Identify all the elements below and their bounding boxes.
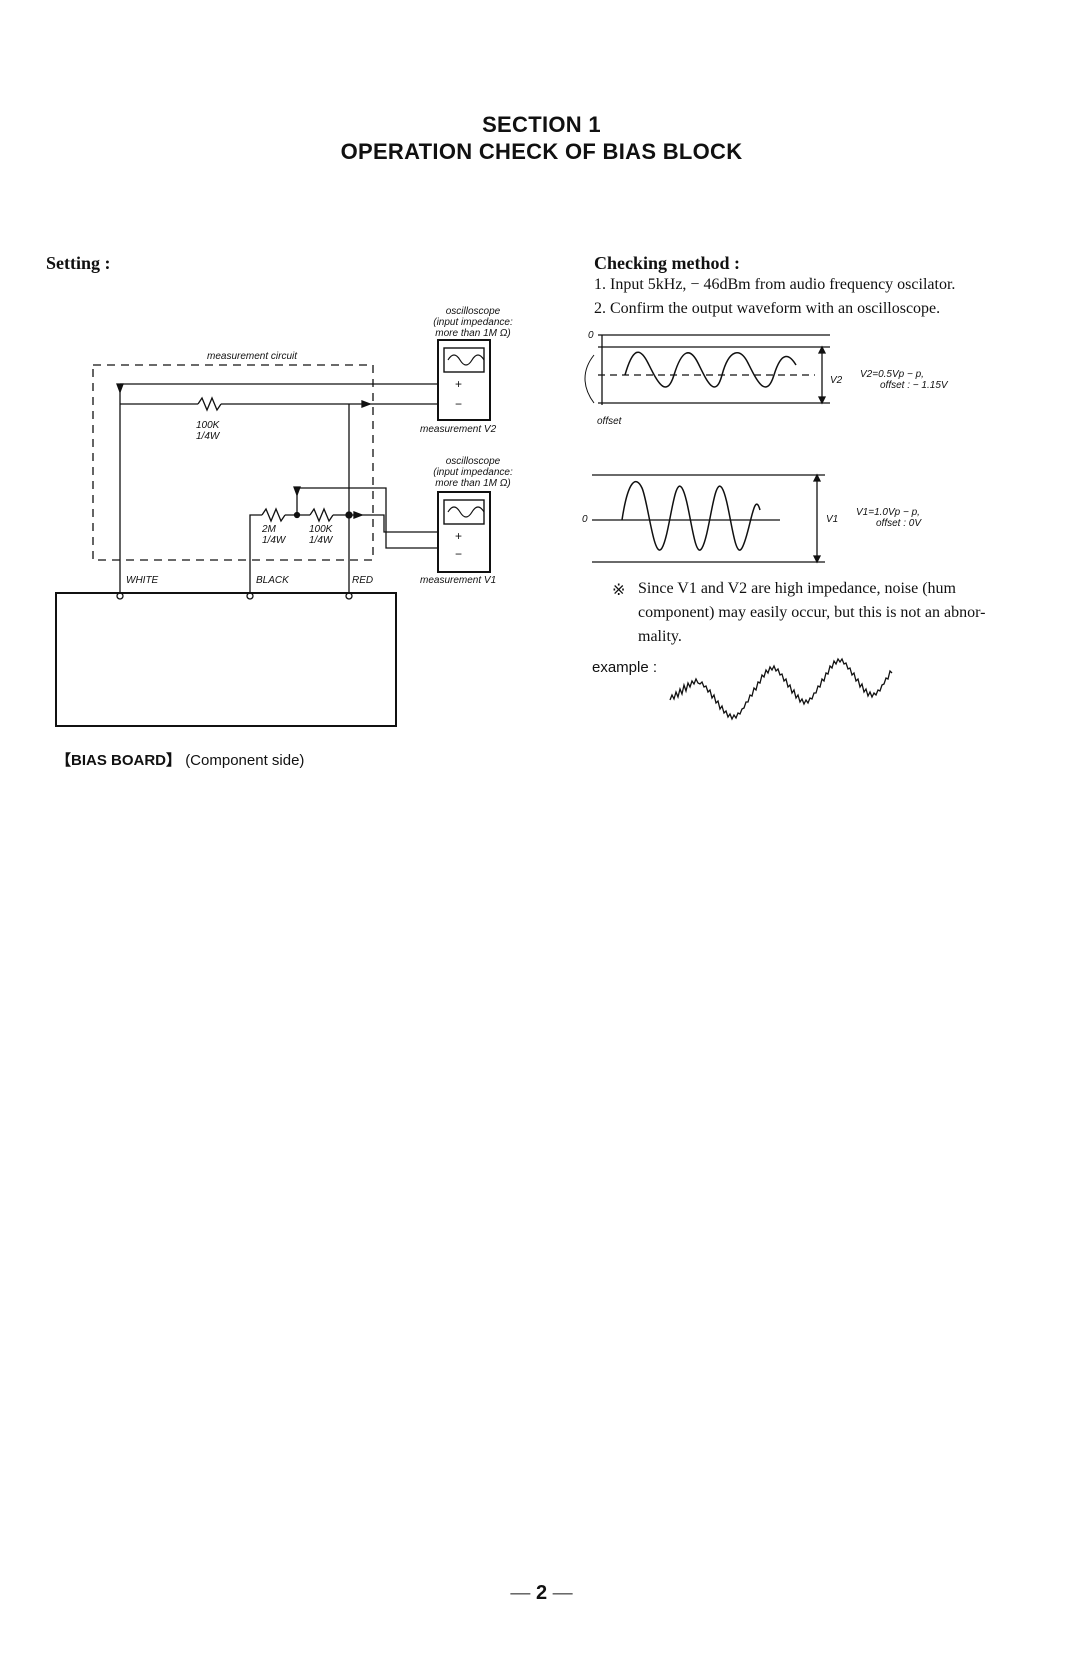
v2-minus-sign: − bbox=[455, 397, 462, 411]
terminal-red-label: RED bbox=[352, 575, 374, 586]
terminal-black-label: BLACK bbox=[256, 575, 289, 586]
checking-step-1: 1. Input 5kHz, − 46dBm from audio freque… bbox=[594, 276, 956, 293]
resistor-100k-lower-label: 100K 1/4W bbox=[309, 524, 333, 546]
note-line-1: Since V1 and V2 are high impedance, nois… bbox=[638, 580, 956, 597]
note-line-2: component) may easily occur, but this is… bbox=[638, 604, 986, 621]
page-number-wrapper: — 2 — bbox=[510, 1582, 573, 1604]
checking-heading: Checking method : bbox=[594, 253, 741, 273]
v1-minus-sign: − bbox=[455, 547, 462, 561]
measurement-circuit-label: measurement circuit bbox=[207, 351, 298, 362]
board-side: (Component side) bbox=[185, 752, 305, 769]
waveform-v1 bbox=[592, 473, 825, 564]
page-number: 2 bbox=[535, 1582, 548, 1604]
noisy-waveform-example bbox=[669, 657, 893, 721]
wave-v2-label: V2 bbox=[830, 375, 843, 386]
oscilloscope-v2-label: oscilloscope (input impedance: more than… bbox=[433, 306, 513, 339]
bias-measurement-schematic: + − + − bbox=[55, 339, 491, 727]
terminal-white-label: WHITE bbox=[126, 575, 159, 586]
wave-v2-offset-label: offset bbox=[597, 416, 622, 427]
note-line-3: mality. bbox=[638, 628, 682, 645]
waveform-v2 bbox=[584, 334, 830, 405]
checking-step-2: 2. Confirm the output waveform with an o… bbox=[594, 300, 941, 317]
wave-v2-zero: 0 bbox=[588, 330, 594, 341]
wave-v2-spec: V2=0.5Vp − p, offset : − 1.15V bbox=[860, 369, 948, 391]
setting-heading: Setting : bbox=[46, 253, 111, 273]
example-label: example : bbox=[592, 659, 658, 676]
section-title: OPERATION CHECK OF BIAS BLOCK bbox=[340, 139, 743, 164]
resistor-2m-label: 2M 1/4W bbox=[262, 524, 286, 546]
board-name: 【BIAS BOARD】 bbox=[56, 752, 182, 769]
note-mark: ※ bbox=[612, 582, 626, 599]
oscilloscope-v1-label: oscilloscope (input impedance: more than… bbox=[433, 456, 513, 489]
v1-plus-sign: + bbox=[455, 529, 462, 543]
v2-plus-sign: + bbox=[455, 377, 462, 391]
wave-v1-zero: 0 bbox=[582, 514, 588, 525]
resistor-100k-label: 100K 1/4W bbox=[196, 420, 220, 442]
section-number: SECTION 1 bbox=[482, 112, 601, 137]
measurement-v2-label: measurement V2 bbox=[420, 424, 497, 435]
board-caption: 【BIAS BOARD】 (Component side) bbox=[56, 749, 304, 770]
measurement-v1-label: measurement V1 bbox=[420, 575, 497, 586]
wave-v1-label: V1 bbox=[826, 514, 839, 525]
wave-v1-spec: V1=1.0Vp − p, offset : 0V bbox=[856, 507, 922, 529]
